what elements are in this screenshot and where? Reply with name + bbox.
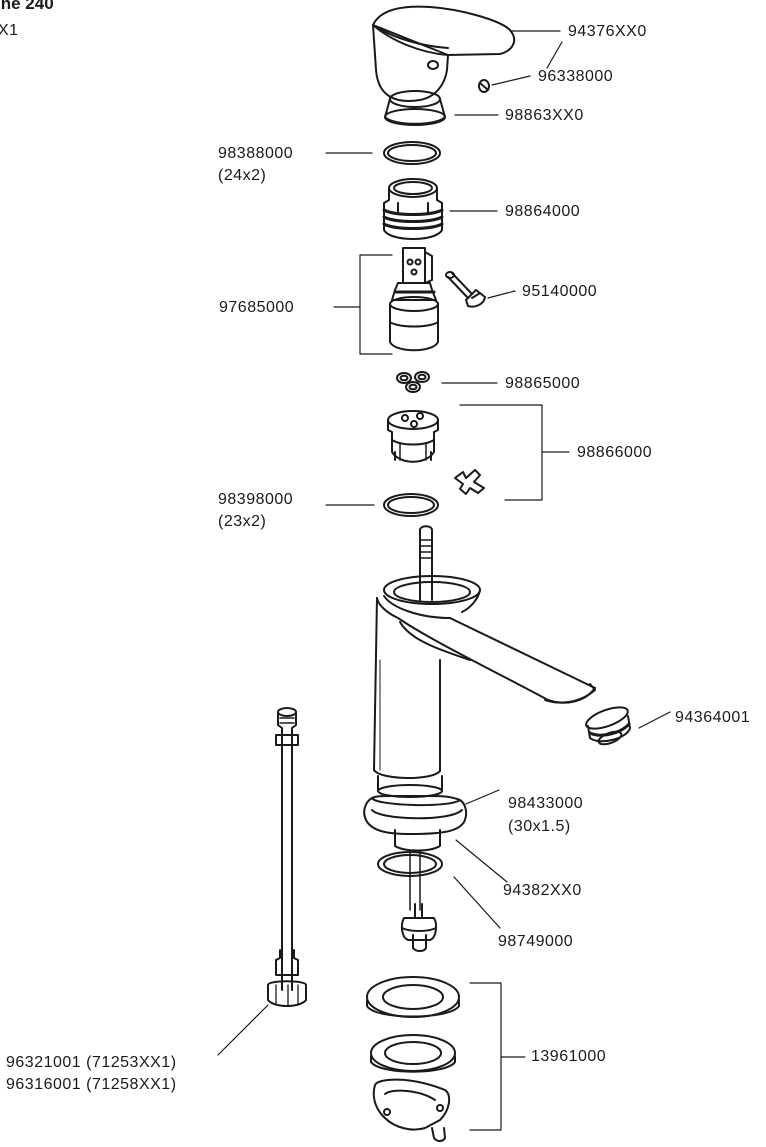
- handle-part: [372, 5, 516, 102]
- label-oring-mid: 98398000: [218, 491, 294, 508]
- oring-top-part: [383, 141, 441, 165]
- lever-pin-part: [445, 271, 486, 308]
- label-cartridge: 97685000: [219, 299, 295, 316]
- label-screw: 96338000: [538, 68, 614, 85]
- page-title: ine 240: [0, 0, 54, 13]
- screw-part: [478, 79, 490, 93]
- cover-cap-part: [384, 90, 446, 126]
- label-oring-top: 98388000: [218, 145, 294, 162]
- seals-part: [396, 371, 430, 393]
- mounting-set-part: [366, 976, 460, 1142]
- label-oring-base-size: (30x1.5): [508, 818, 571, 835]
- label-seals: 98865000: [505, 375, 581, 392]
- base-plate-part: [363, 795, 468, 852]
- aerator-part: [585, 706, 631, 746]
- label-cover-cap: 98863XX0: [505, 107, 584, 124]
- threaded-ring-part: [382, 178, 444, 240]
- fixing-bolt-part: [377, 851, 443, 952]
- flexible-hose-part: [267, 707, 307, 1007]
- label-threaded-ring: 98864000: [505, 203, 581, 220]
- label-handle: 94376XX0: [568, 23, 647, 40]
- label-hose-a: 96321001 (71253XX1): [6, 1054, 177, 1071]
- oring-mid-part: [383, 493, 439, 517]
- label-oring-base: 98433000: [508, 795, 584, 812]
- diverter-part: [387, 410, 485, 495]
- label-lever-pin: 95140000: [522, 283, 598, 300]
- label-base-plate: 94382XX0: [503, 882, 582, 899]
- page-subtitle: X1: [0, 22, 19, 39]
- label-aerator: 94364001: [675, 709, 751, 726]
- label-oring-top-size: (24x2): [218, 167, 267, 184]
- cartridge-part: [389, 247, 439, 352]
- label-diverter-set: 98866000: [577, 444, 653, 461]
- leader-lines: [217, 30, 671, 1131]
- faucet-body-part: [373, 525, 596, 798]
- label-oring-mid-size: (23x2): [218, 513, 267, 530]
- label-mounting-set: 13961000: [531, 1048, 607, 1065]
- label-fixing-bolt: 98749000: [498, 933, 574, 950]
- label-hose-b: 96316001 (71258XX1): [6, 1076, 177, 1093]
